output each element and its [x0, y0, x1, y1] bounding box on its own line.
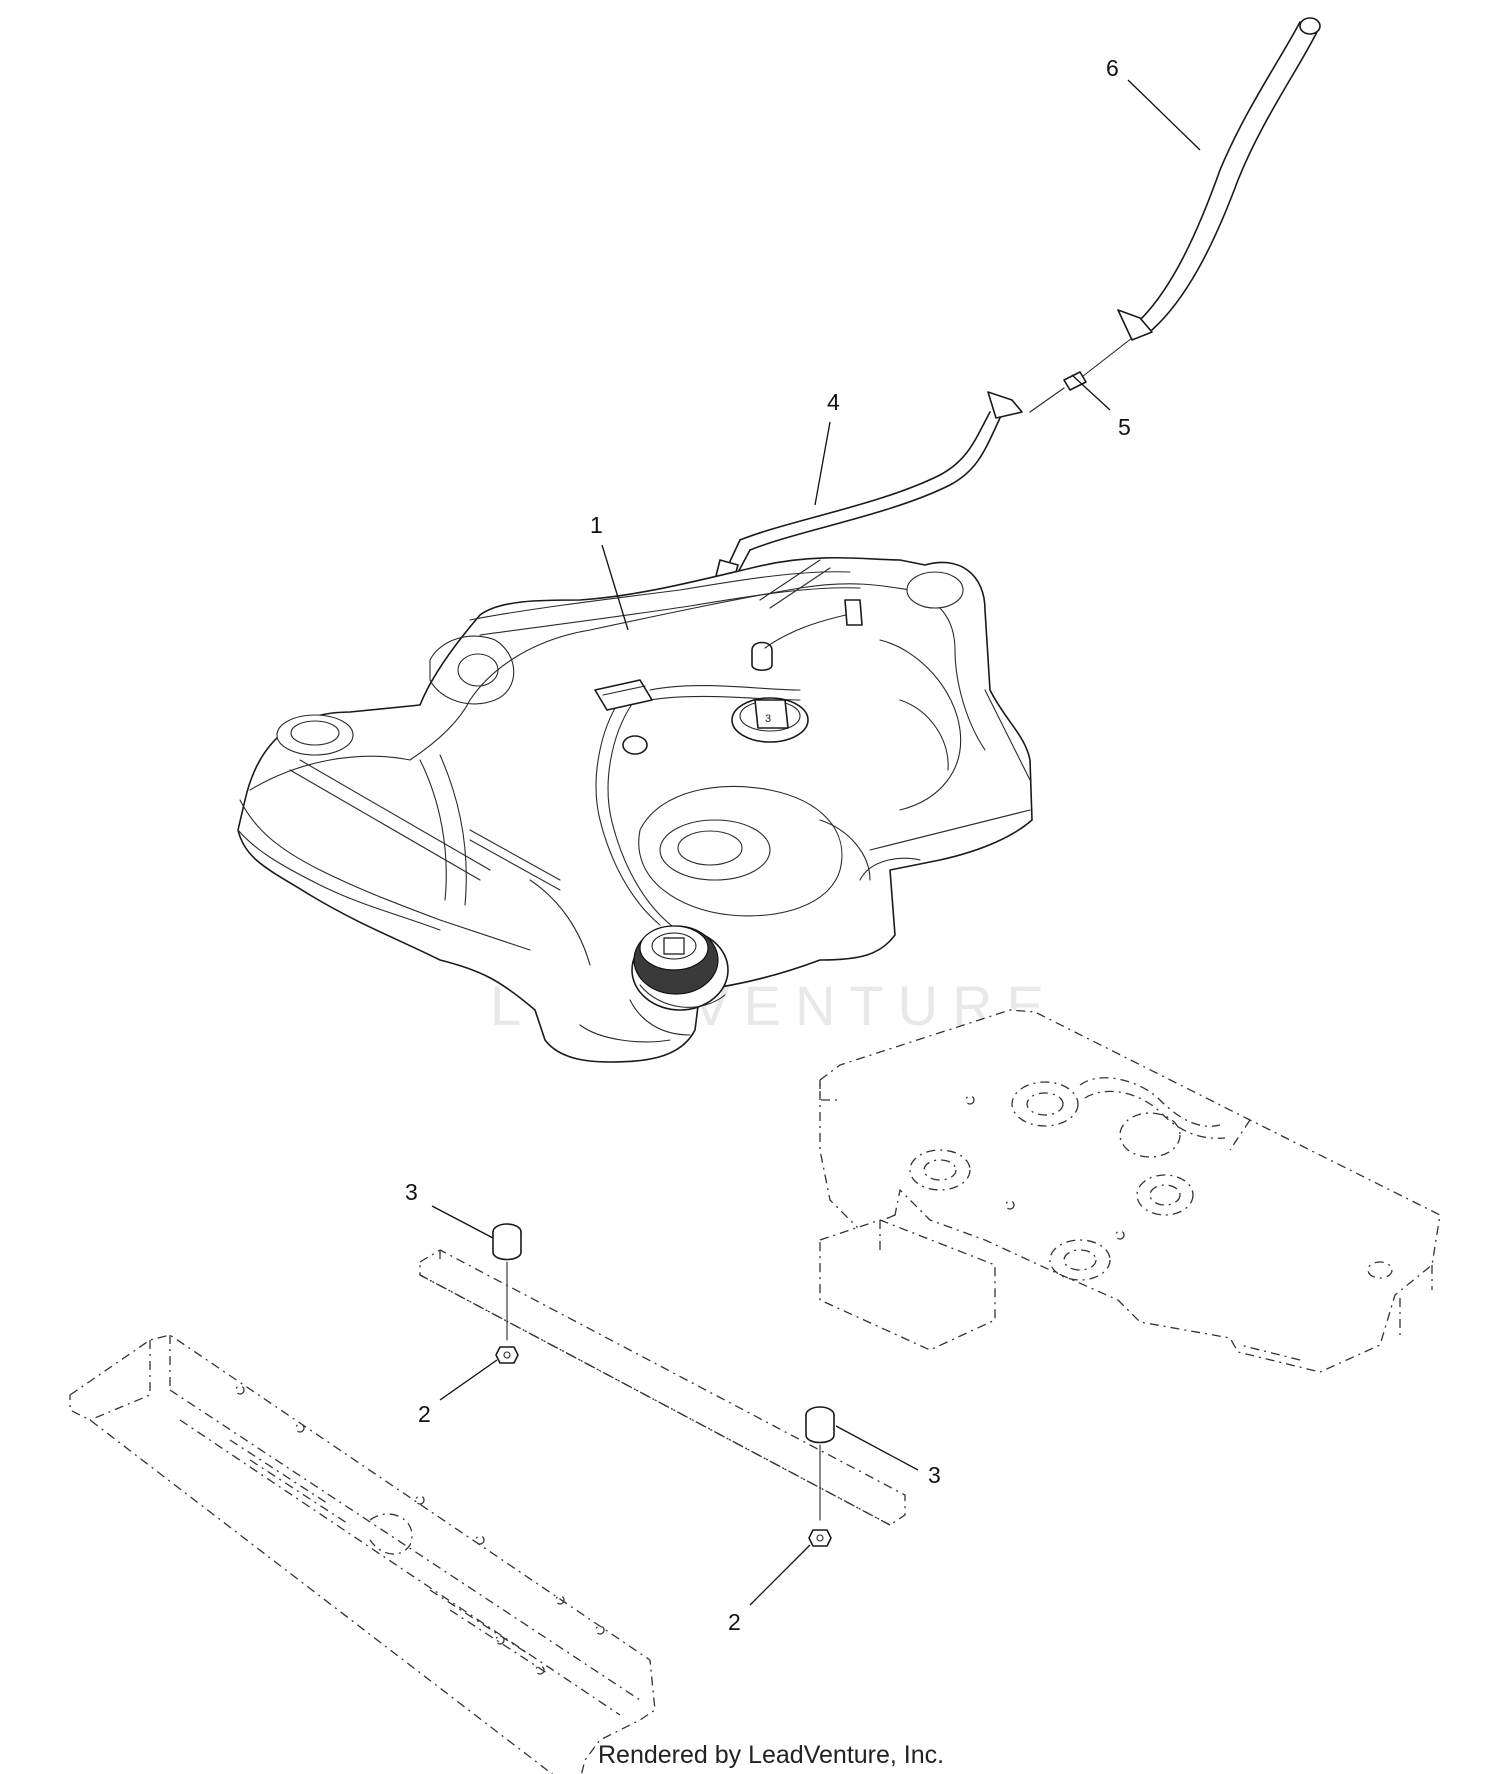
fuel-cap[interactable]	[631, 925, 729, 1011]
callout-4: 4	[827, 389, 840, 415]
part-1-fuel-tank[interactable]: 3	[237, 556, 1033, 1063]
left-frame-bracket	[69, 1334, 656, 1774]
callout-2-lower: 2	[728, 1609, 741, 1635]
part-3-bumper-upper[interactable]	[492, 1223, 522, 1341]
callout-5: 5	[1118, 414, 1131, 440]
part-5-fitting[interactable]	[1029, 337, 1133, 413]
footer-credit: Rendered by LeadVenture, Inc.	[598, 1741, 944, 1769]
center-mount-bar	[419, 1249, 906, 1526]
part-6-vent-hose[interactable]	[1117, 17, 1321, 341]
part-3-bumper-lower[interactable]	[805, 1406, 835, 1521]
callout-labels: 1 2 2 3 3 4 5 6	[405, 55, 1131, 1635]
callout-6: 6	[1106, 55, 1119, 81]
callout-3-upper: 3	[405, 1179, 418, 1205]
callout-3-lower: 3	[928, 1462, 941, 1488]
callout-1: 1	[590, 512, 603, 538]
seat-plate	[819, 1009, 1441, 1373]
callout-2-upper: 2	[418, 1401, 431, 1427]
svg-text:3: 3	[765, 713, 771, 725]
leader-lines	[431, 79, 1201, 1606]
part-2-nut-upper[interactable]	[495, 1346, 519, 1364]
part-2-nut-lower[interactable]	[808, 1529, 832, 1547]
